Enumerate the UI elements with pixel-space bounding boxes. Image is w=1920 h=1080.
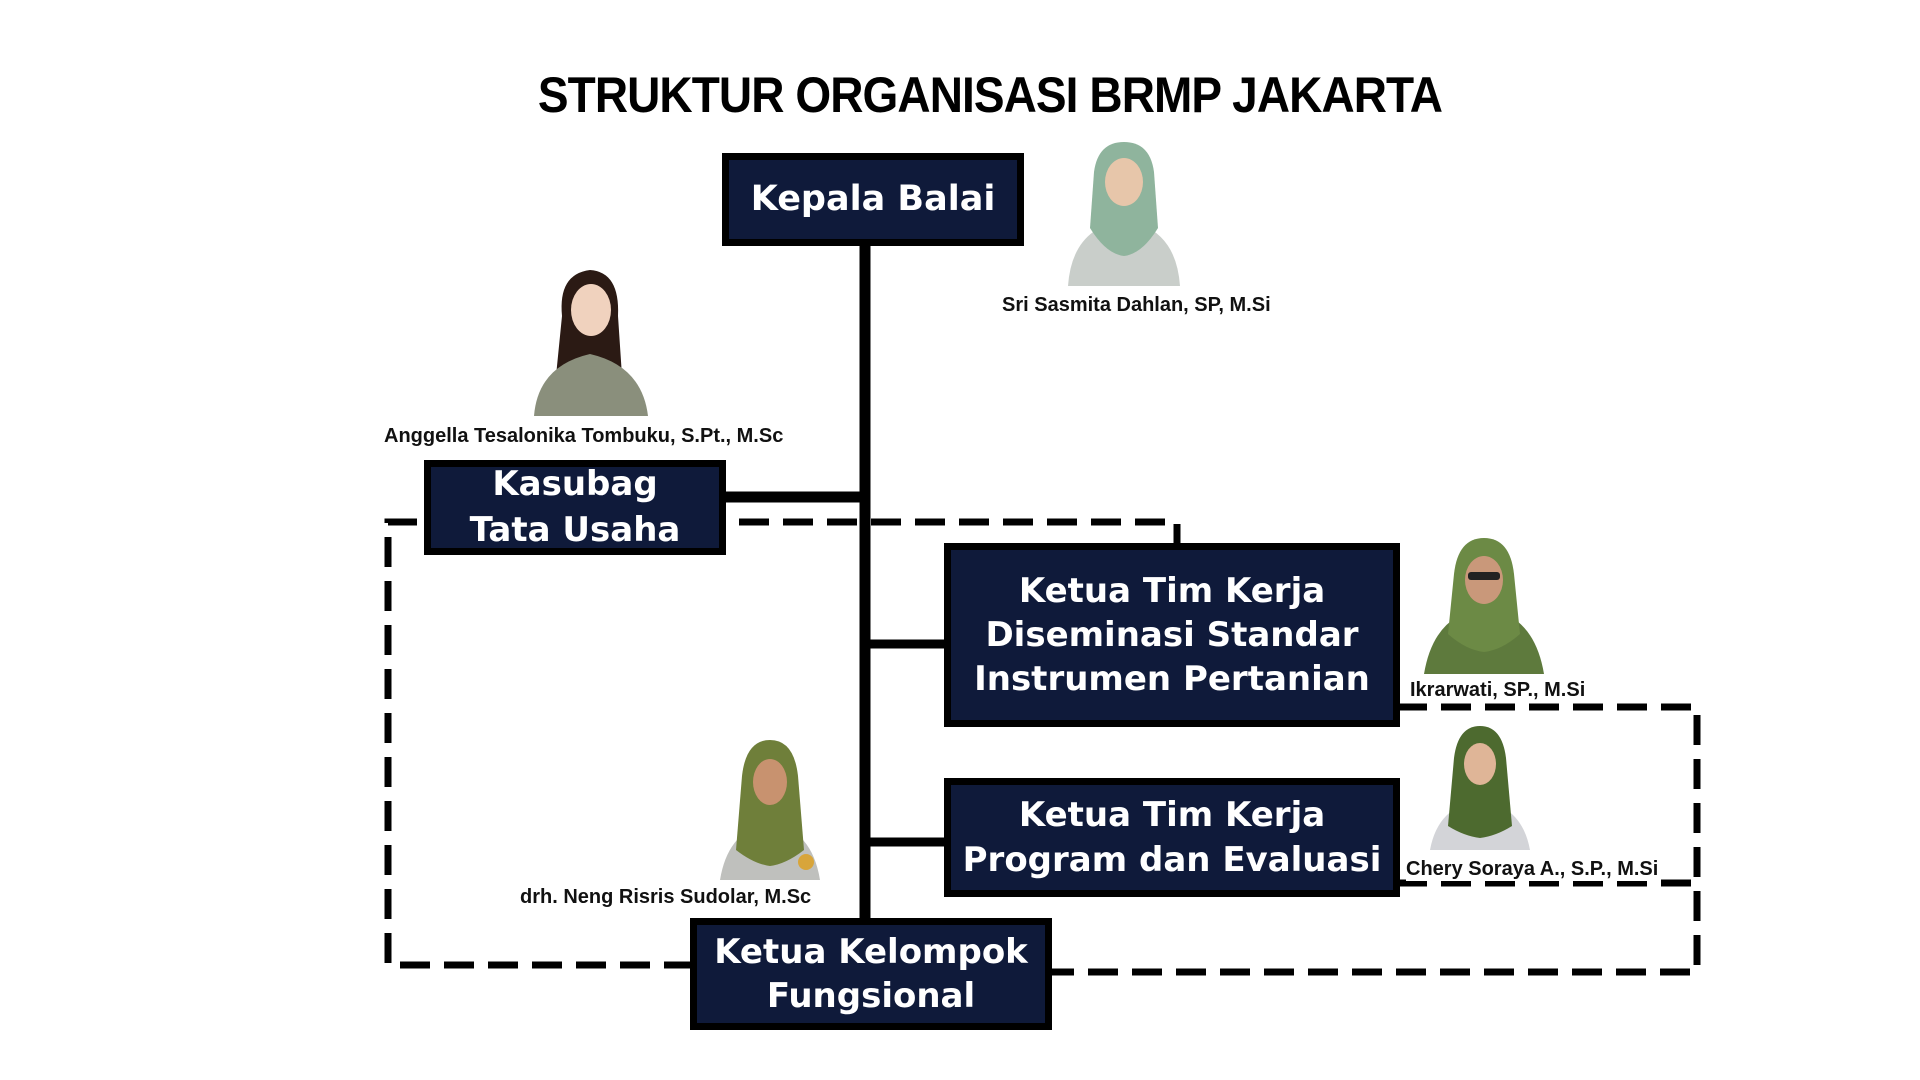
kepala-person-name: Sri Sasmita Dahlan, SP, M.Si bbox=[1002, 294, 1271, 316]
kepala-person-photo-icon bbox=[1058, 136, 1190, 286]
dashed-line-right-loop bbox=[1050, 703, 1701, 976]
page-title: STRUKTUR ORGANISASI BRMP JAKARTA bbox=[537, 67, 1443, 123]
fungsional-person-name: drh. Neng Risris Sudolar, M.Sc bbox=[520, 886, 812, 908]
neng-person-photo-icon bbox=[720, 740, 820, 880]
ikrarwati-person-photo-icon bbox=[1424, 538, 1544, 674]
kasubag-person-name: Anggella Tesalonika Tombuku, S.Pt., M.Sc bbox=[384, 425, 784, 447]
fungsional-box: Ketua Kelompok Fungsional bbox=[690, 918, 1052, 1030]
program-person-name: Chery Soraya A., S.P., M.Si bbox=[1406, 858, 1659, 881]
kasubag-person-photo-icon bbox=[534, 270, 648, 416]
chery-person-photo-icon bbox=[1430, 726, 1530, 850]
kasubag-box: Kasubag Tata Usaha bbox=[424, 460, 726, 555]
dashed-line-left-loop bbox=[384, 518, 1181, 969]
diseminasi-box: Ketua Tim Kerja Diseminasi Standar Instr… bbox=[944, 543, 1400, 727]
program-box: Ketua Tim Kerja Program dan Evaluasi bbox=[944, 778, 1400, 897]
diseminasi-person-name: Ikrarwati, SP., M.Si bbox=[1410, 679, 1586, 701]
kepala-balai-box: Kepala Balai bbox=[722, 153, 1024, 246]
